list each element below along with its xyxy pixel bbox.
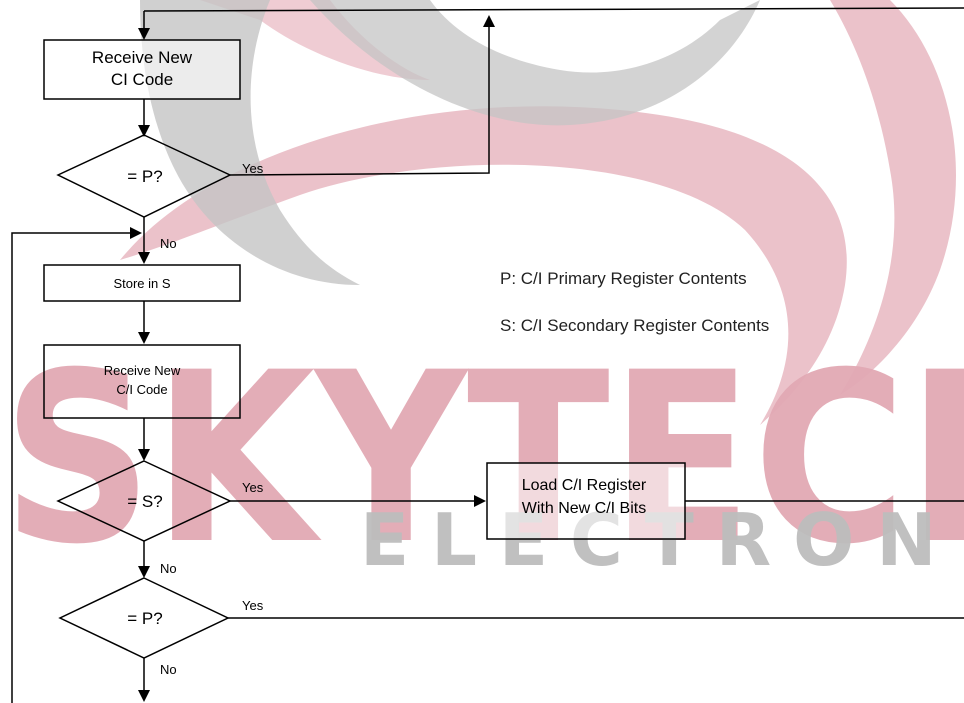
flowchart — [11, 7, 964, 703]
load-register-line2: With New C/I Bits — [522, 500, 646, 517]
legend-s: S: C/I Secondary Register Contents — [500, 316, 769, 335]
watermark-pink-arc — [830, 0, 956, 395]
left-loop-line — [11, 227, 142, 703]
yes-s-label: Yes — [242, 480, 264, 495]
receive-ci-2-line1: Receive New — [104, 363, 181, 378]
decision-s-label: = S? — [127, 492, 162, 511]
receive-ci-2-line2: C/I Code — [116, 382, 167, 397]
no-p2-label: No — [160, 662, 177, 677]
watermark-gray-swoosh-2 — [310, 0, 760, 126]
yes-p2-label: Yes — [242, 598, 264, 613]
flowchart-text: Receive New CI Code = P? Yes No Store in… — [92, 48, 769, 677]
legend-p: P: C/I Primary Register Contents — [500, 269, 747, 288]
watermark-pink-swoosh — [120, 106, 847, 425]
yes-p1-path — [229, 15, 495, 176]
watermark: SKYTECH ELECTRONIC — [2, 0, 964, 596]
receive-ci-2-box — [43, 344, 241, 419]
yes-p1-label: Yes — [242, 161, 264, 176]
top-return-line — [143, 7, 964, 12]
watermark-brand-main: SKYTECH — [2, 323, 964, 596]
decision-p1-label: = P? — [127, 167, 162, 186]
receive-ci-line2: CI Code — [111, 70, 173, 89]
no-s-label: No — [160, 561, 177, 576]
receive-ci-line1: Receive New — [92, 48, 193, 67]
decision-p2-label: = P? — [127, 609, 162, 628]
load-register-line1: Load C/I Register — [522, 477, 647, 494]
no-p1-label: No — [160, 236, 177, 251]
store-s-label: Store in S — [113, 276, 170, 291]
store-s-box — [43, 264, 241, 302]
load-register-box — [486, 462, 686, 540]
receive-ci-box — [43, 39, 241, 100]
watermark-pink-arc-top — [200, 0, 430, 80]
